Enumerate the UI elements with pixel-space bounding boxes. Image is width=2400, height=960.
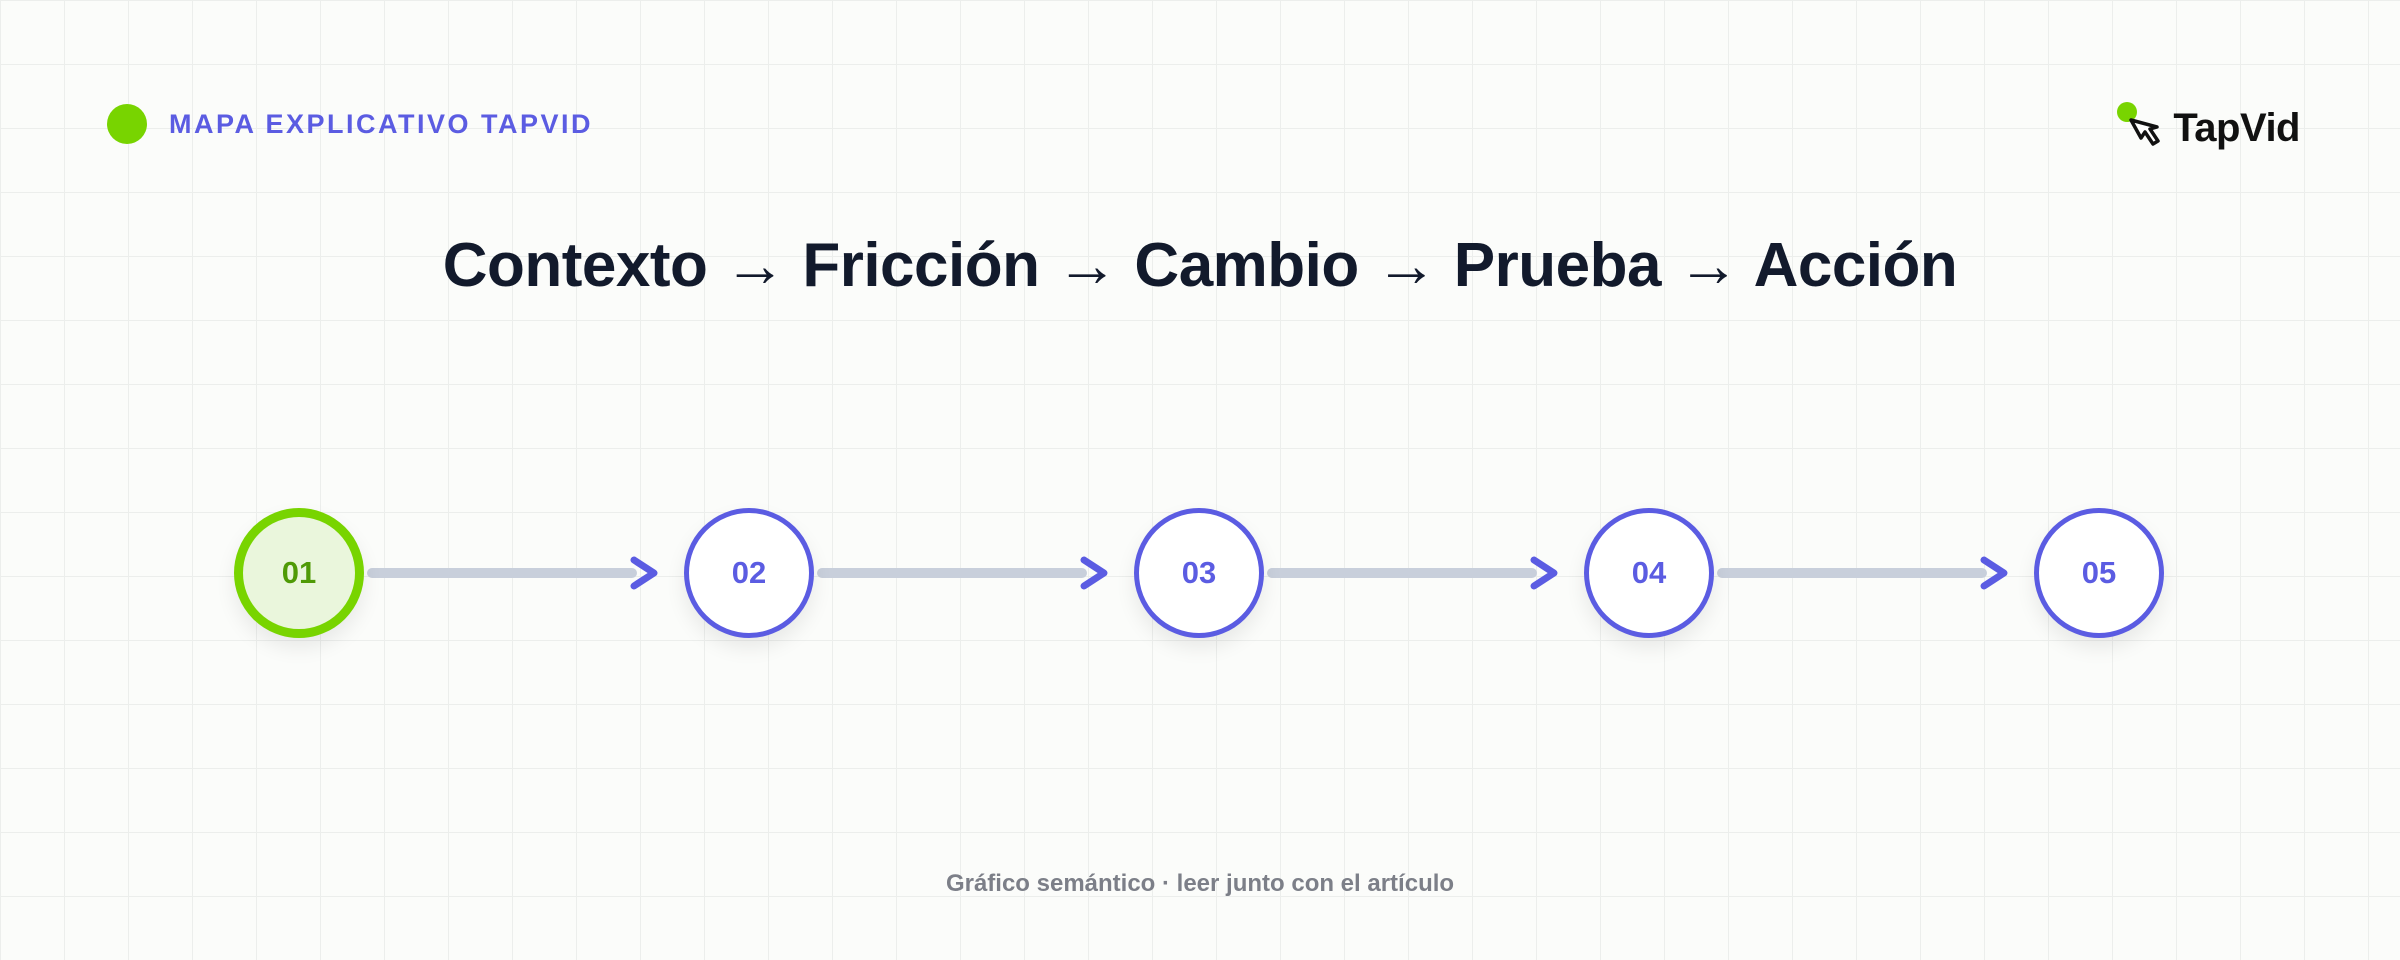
connector-arrow-4 [1717,556,2008,590]
brand-wordmark: TapVid [2173,105,2300,150]
brand-logo[interactable]: TapVid [2115,100,2300,156]
step-node-01[interactable]: 01 [234,508,364,638]
step-node-02[interactable]: 02 [684,508,814,638]
step-node-03[interactable]: 03 [1134,508,1264,638]
step-node-05[interactable]: 05 [2034,508,2164,638]
connector-arrow-1 [367,556,658,590]
header-eyebrow: MAPA EXPLICATIVO TAPVID [107,104,593,144]
hand-pointer-icon [2117,102,2161,146]
step-node-04[interactable]: 04 [1584,508,1714,638]
diagram-title: Contexto → Fricción → Cambio → Prueba → … [442,231,1958,300]
footer-caption: Gráfico semántico · leer junto con el ar… [945,870,1455,897]
status-dot [107,104,147,144]
connector-arrow-2 [817,556,1108,590]
connector-arrow-3 [1267,556,1558,590]
eyebrow-label: MAPA EXPLICATIVO TAPVID [169,108,594,139]
